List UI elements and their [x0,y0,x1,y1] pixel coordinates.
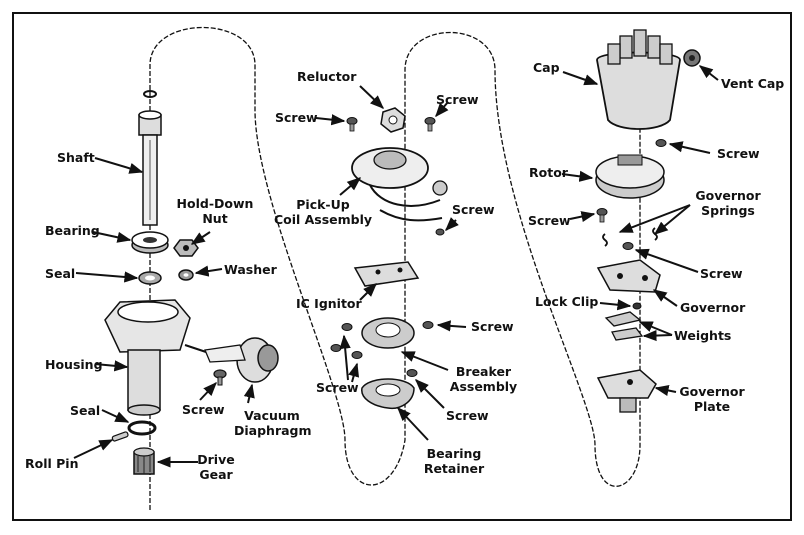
label-screw-breaker-left: Screw [316,380,359,395]
drive-gear-part [133,447,155,475]
label-governor: Governor [680,300,746,315]
label-vent-cap: Vent Cap [721,76,785,91]
label-bearing-retainer-line2: Retainer [423,461,485,476]
label-vacuum-diaphragm-line2: Diaphragm [234,423,312,438]
governor-plate-part [596,369,657,413]
governor-springs-part [602,227,658,250]
reluctor-screw-left-part [346,117,358,132]
reluctor-screw-right-part [424,117,436,132]
lock-clip-part [632,302,642,310]
rotor-part [595,154,665,199]
label-vacuum-diaphragm: Vacuum Diaphragm [234,408,312,438]
label-screw-retainer: Screw [446,408,489,423]
label-screw-reluctor-right: Screw [436,92,479,107]
distributor-cap-part [596,29,681,130]
rotor-screw-part [596,208,608,223]
label-bearing-retainer: Bearing Retainer [420,446,488,476]
label-washer: Washer [224,262,277,277]
label-screw-governor: Screw [700,266,743,281]
label-governor-springs-line1: Governor [695,188,761,203]
seal-top-part [138,271,162,285]
label-bearing-retainer-line1: Bearing [426,446,482,461]
label-bearing: Bearing [45,223,100,238]
label-pickup-coil-line2: Coil Assembly [273,212,373,227]
label-reluctor: Reluctor [297,69,357,84]
label-governor-plate: Governor Plate [676,384,748,414]
label-hold-down-nut-line1: Hold-Down [176,196,254,211]
label-governor-springs: Governor Springs [688,188,768,218]
label-breaker-assembly-line1: Breaker [455,364,512,379]
label-vacuum-diaphragm-line1: Vacuum [244,408,300,423]
washer-part [178,269,194,281]
ic-ignitor-part [353,261,420,287]
seal-bottom-part [127,420,157,436]
label-hold-down-nut: Hold-Down Nut [175,196,255,226]
label-governor-springs-line2: Springs [701,203,755,218]
label-seal-top: Seal [45,266,76,281]
label-lock-clip: Lock Clip [535,294,599,309]
label-breaker-assembly: Breaker Assembly [446,364,521,394]
label-drive-gear: Drive Gear [196,452,236,482]
housing-part [104,299,216,416]
shaft-part [138,110,162,226]
roll-pin-part [111,431,129,442]
label-shaft: Shaft [57,150,95,165]
label-drive-gear-line2: Gear [199,467,233,482]
leader-arrows [73,65,719,468]
top-clip-ring [143,90,157,98]
governor-part [596,259,661,293]
label-screw-reluctor-left: Screw [275,110,318,125]
label-ic-ignitor: IC Ignitor [296,296,362,311]
label-drive-gear-line1: Drive [197,452,235,467]
label-rotor: Rotor [529,165,568,180]
label-screw-pickup: Screw [452,202,495,217]
governor-weights-part [604,311,644,341]
label-screw-breaker-right: Screw [471,319,514,334]
diagram-border [12,12,792,521]
label-screw-rotor: Screw [528,213,571,228]
label-screw-housing: Screw [182,402,225,417]
vacuum-diaphragm-part [204,337,279,383]
label-governor-plate-line1: Governor [679,384,745,399]
label-housing: Housing [45,357,103,372]
cap-screw-part [655,139,667,147]
reluctor-part [380,107,406,133]
pickup-coil-assembly-part [351,147,448,222]
label-governor-plate-line2: Plate [693,399,731,414]
label-cap: Cap [533,60,560,75]
label-weights: Weights [674,328,732,343]
assembly-centerline [149,27,641,510]
vent-cap-part [683,49,701,67]
label-screw-cap: Screw [717,146,760,161]
pickup-screw-part [435,228,445,236]
label-hold-down-nut-line2: Nut [202,211,228,226]
label-breaker-assembly-line2: Assembly [449,379,518,394]
label-roll-pin: Roll Pin [25,456,79,471]
bearing-retainer-part [361,378,415,410]
label-pickup-coil-line1: Pick-Up [296,197,350,212]
housing-screw-part [213,369,227,386]
breaker-assembly-part [361,317,415,349]
bearing-part [131,231,169,254]
label-seal-bottom: Seal [70,403,101,418]
label-pickup-coil-assembly: Pick-Up Coil Assembly [273,197,373,227]
